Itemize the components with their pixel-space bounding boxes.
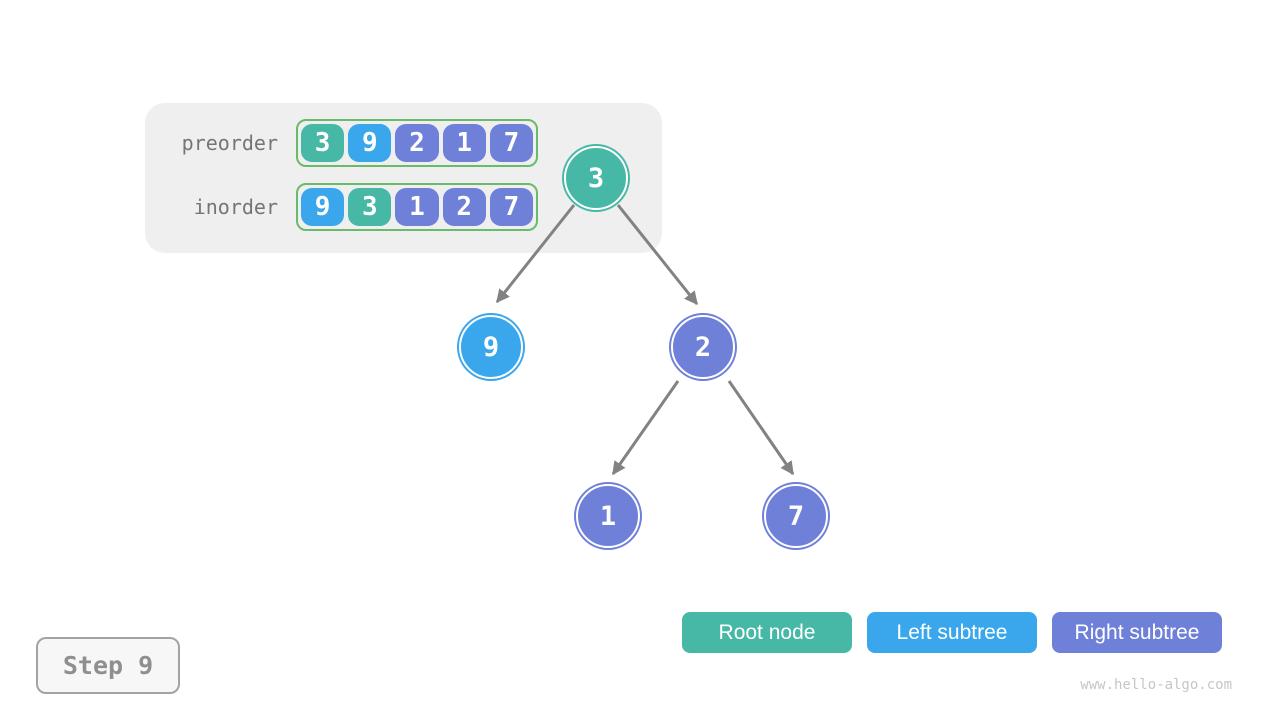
array-cell-preorder-1: 1 [442, 124, 486, 162]
tree-node-7: 7 [764, 484, 828, 548]
tree-node-3: 3 [564, 146, 628, 210]
tree-node-2: 2 [671, 315, 735, 379]
array-label-inorder: inorder [193, 195, 278, 219]
array-cell-preorder-7: 7 [489, 124, 534, 162]
legend-badge-root-node: Root node [682, 612, 852, 653]
legend-badge-right-subtree: Right subtree [1052, 612, 1222, 653]
tree-edge-2-7 [727, 380, 795, 476]
array-cell-preorder-2: 2 [395, 124, 439, 162]
array-cell-inorder-9: 9 [301, 188, 345, 226]
array-cell-inorder-1: 1 [395, 188, 439, 226]
array-label-preorder: preorder [181, 131, 278, 155]
legend-badge-left-subtree: Left subtree [867, 612, 1037, 653]
step-label: Step 9 [62, 651, 154, 680]
array-cell-inorder-2: 2 [442, 188, 486, 226]
tree-node-9: 9 [459, 315, 523, 379]
array-cell-inorder-7: 7 [489, 188, 534, 226]
step-indicator: Step 9 [36, 637, 180, 694]
watermark: www.hello-algo.com [1080, 677, 1232, 693]
tree-edge-3-9 [495, 204, 576, 304]
array-cell-preorder-9: 9 [348, 124, 392, 162]
tree-edge-2-1 [611, 380, 680, 476]
legend: Root node Left subtree Right subtree [682, 612, 1222, 653]
tree-node-1: 1 [576, 484, 640, 548]
tree-edge-3-2 [616, 204, 699, 306]
array-cell-preorder-3: 3 [301, 124, 345, 162]
array-cell-inorder-3: 3 [348, 188, 392, 226]
